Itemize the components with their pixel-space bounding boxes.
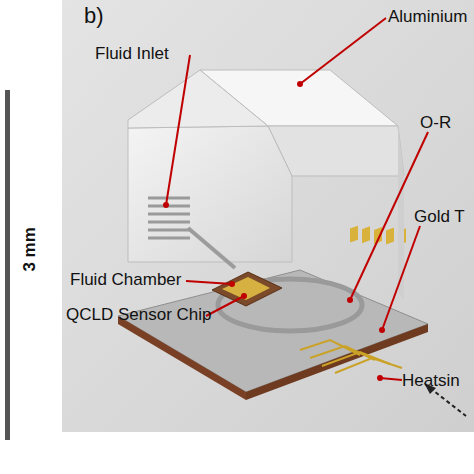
leader-dot xyxy=(377,375,383,381)
leader-dot xyxy=(379,327,385,333)
leader-dot xyxy=(241,293,247,299)
thread-line xyxy=(148,197,190,200)
thread-line xyxy=(148,205,190,208)
part-label: Fluid Inlet xyxy=(95,45,169,64)
gold-pads xyxy=(350,226,406,245)
thread-line xyxy=(148,229,190,232)
heatsink-side xyxy=(118,316,246,400)
leader-line xyxy=(166,55,190,205)
chip-gold xyxy=(222,277,270,300)
panel-background xyxy=(62,0,474,432)
part-label: Aluminium xyxy=(388,8,467,27)
fluid-channel xyxy=(188,228,235,268)
panel-letter: b) xyxy=(84,4,104,28)
gold-trace xyxy=(335,358,402,373)
leader-dot xyxy=(297,81,303,87)
leader-line xyxy=(300,18,386,84)
gold-pad xyxy=(350,226,358,243)
sensor-chip xyxy=(212,272,282,306)
gold-trace xyxy=(300,340,360,355)
heatsink-side xyxy=(246,324,428,400)
leader-dot xyxy=(229,281,235,287)
part-label: Fluid Chamber xyxy=(70,271,182,290)
scale-bar xyxy=(5,90,10,440)
part-label: Heatsin xyxy=(402,372,460,391)
part-label: QCLD Sensor Chip xyxy=(66,306,212,325)
leader-dot xyxy=(347,297,353,303)
dashed-arrow xyxy=(430,388,466,416)
leader-lines xyxy=(166,18,428,380)
thread-line xyxy=(148,213,190,216)
thread-line xyxy=(148,237,190,240)
leader-line xyxy=(380,378,402,380)
dimension-label: 3 mm xyxy=(21,219,40,279)
part-label: O-R xyxy=(420,114,451,133)
gold-traces xyxy=(300,340,402,373)
leader-line xyxy=(206,296,244,316)
gold-pad xyxy=(362,226,370,243)
thread-line xyxy=(148,221,190,224)
part-label: Gold T xyxy=(414,208,465,227)
leader-line xyxy=(186,281,232,284)
leader-line xyxy=(382,226,420,330)
inlet-thread xyxy=(148,198,190,238)
block-chamfer-left xyxy=(128,70,268,128)
leader-dots xyxy=(163,81,385,381)
gold-pad xyxy=(386,228,394,245)
block-cut-face xyxy=(128,126,292,262)
leader-dot xyxy=(163,202,169,208)
